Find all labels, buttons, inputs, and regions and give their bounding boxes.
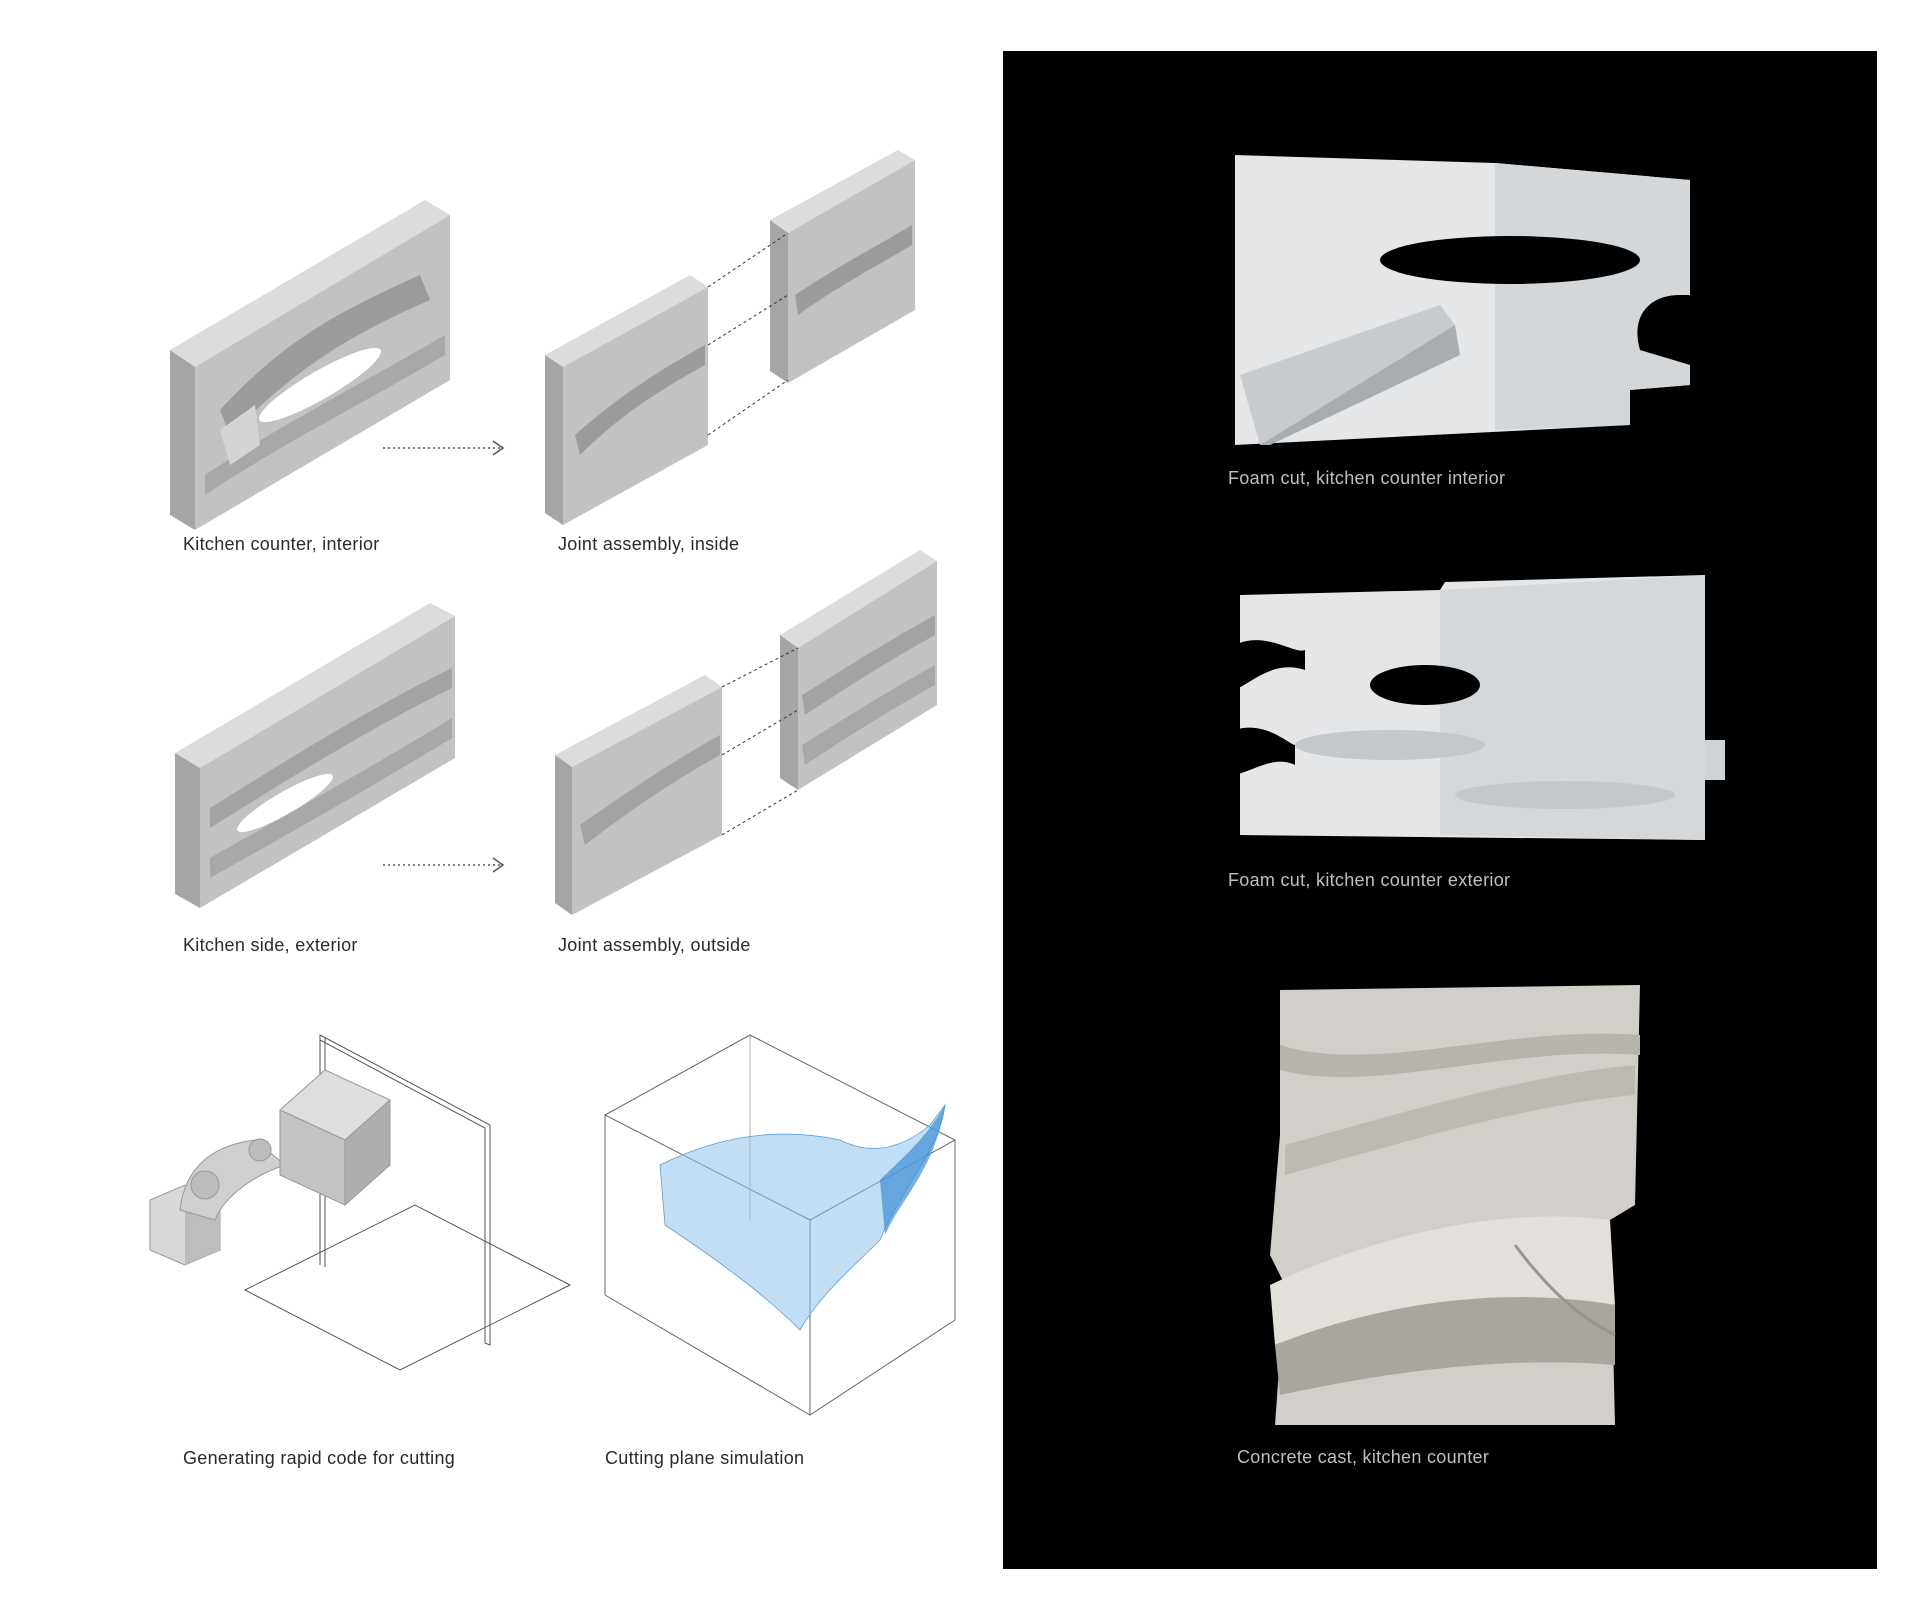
caption-rapid-code: Generating rapid code for cutting	[183, 1448, 456, 1468]
caption-foam-exterior: Foam cut, kitchen counter exterior	[1228, 870, 1511, 890]
dotted-arrow-icon	[383, 857, 505, 873]
caption-foam-interior: Foam cut, kitchen counter interior	[1228, 468, 1506, 488]
joint-inside-model	[545, 150, 915, 525]
foam-interior-photo	[1235, 155, 1690, 445]
robot-cutting-setup	[149, 1034, 572, 1371]
cutting-plane-simulation	[603, 1034, 957, 1416]
caption-counter-interior: Kitchen counter, interior	[183, 534, 380, 554]
foam-exterior-photo	[1235, 575, 1725, 840]
joint-outside-model	[555, 550, 937, 915]
side-exterior-model	[175, 603, 455, 908]
dotted-arrow-icon	[383, 440, 505, 456]
concrete-cast-photo	[1270, 985, 1640, 1425]
caption-concrete-cast: Concrete cast, kitchen counter	[1237, 1447, 1490, 1467]
caption-cutting-sim: Cutting plane simulation	[605, 1448, 805, 1468]
counter-interior-model	[170, 200, 450, 530]
caption-joint-outside: Joint assembly, outside	[558, 935, 751, 955]
caption-joint-inside: Joint assembly, inside	[558, 534, 740, 554]
caption-side-exterior: Kitchen side, exterior	[183, 935, 358, 955]
